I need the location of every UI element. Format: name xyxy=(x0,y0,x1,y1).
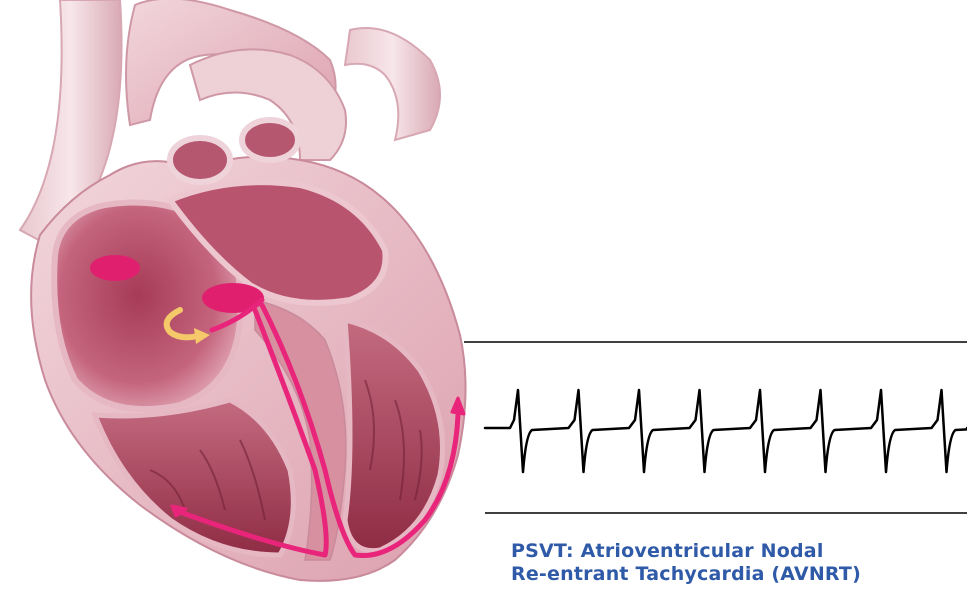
right-vessel xyxy=(345,28,440,140)
ecg-strip xyxy=(464,342,967,513)
caption-line-2: Re-entrant Tachycardia (AVNRT) xyxy=(511,563,861,586)
sinoatrial-node xyxy=(90,255,140,281)
pulmonary-valve xyxy=(242,120,298,160)
aortic-valve xyxy=(170,138,230,182)
diagram-caption: PSVT: Atrioventricular Nodal Re-entrant … xyxy=(511,540,861,586)
ecg-trace xyxy=(485,390,967,472)
caption-line-1: PSVT: Atrioventricular Nodal xyxy=(511,540,861,563)
